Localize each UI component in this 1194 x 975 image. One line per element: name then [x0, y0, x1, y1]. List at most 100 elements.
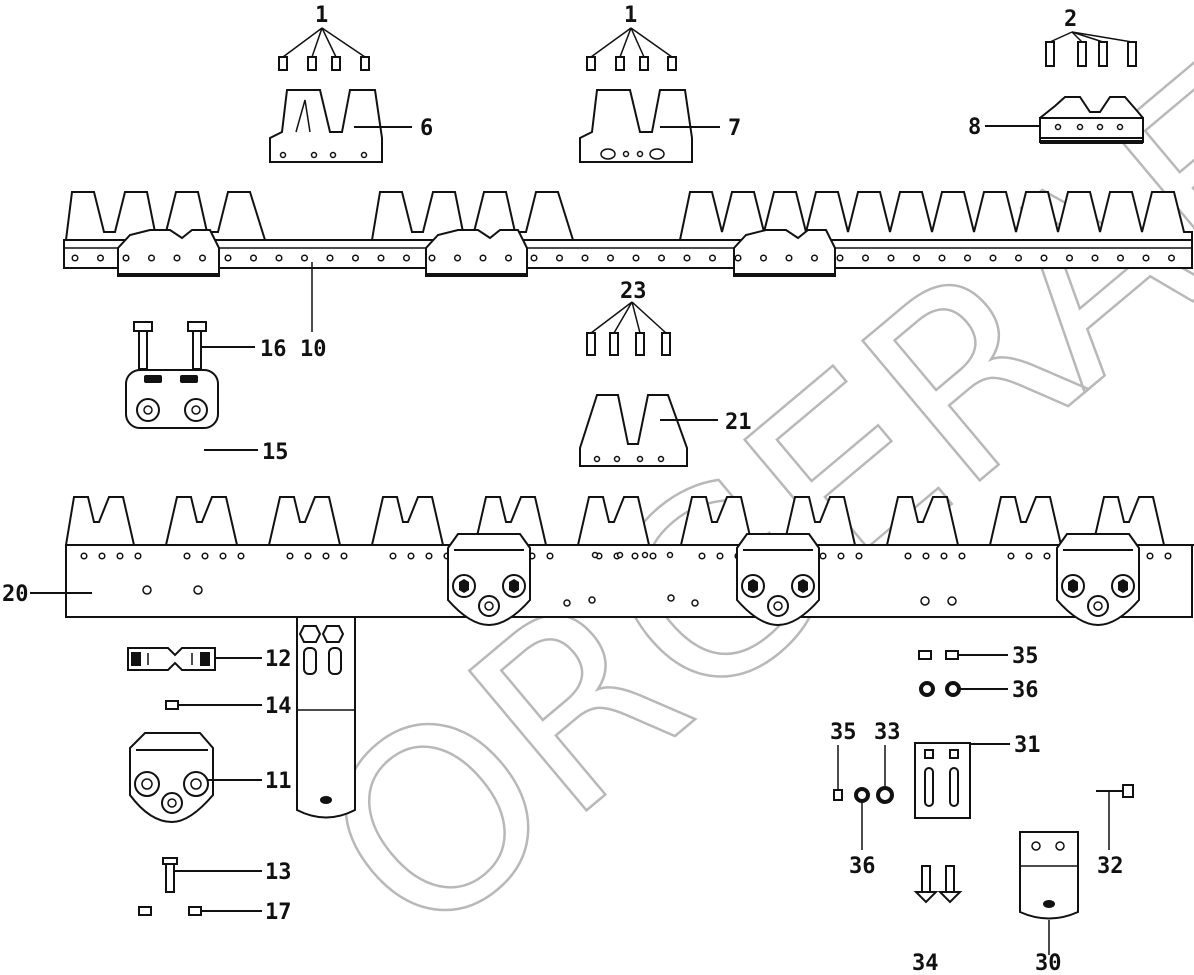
bar-hole [938, 254, 946, 262]
section-hole [389, 552, 397, 560]
section-hole [201, 552, 209, 560]
nut-part-35-top-b [945, 650, 959, 660]
bar-hole [147, 254, 156, 262]
label-1a: 1 [315, 3, 328, 28]
label-31: 31 [1014, 733, 1041, 758]
pitman-bracket [296, 616, 356, 819]
bar-hole [1014, 254, 1023, 262]
label-35-top: 35 [1012, 644, 1039, 669]
bar-hole [1167, 254, 1176, 262]
section-hole [116, 552, 124, 560]
bar-hole [887, 254, 895, 262]
bar-hole [351, 254, 360, 262]
bar-hole [504, 254, 513, 262]
label-33: 33 [874, 720, 901, 745]
section-hole [286, 552, 294, 560]
nut-part-17b [188, 906, 202, 916]
nut-part-14 [165, 700, 179, 710]
label-13: 13 [265, 860, 292, 885]
section-hole [546, 552, 554, 560]
section-hole [1146, 552, 1154, 560]
bolt-part-13 [162, 857, 178, 893]
washer-part-36-a [919, 681, 935, 697]
section-hole [922, 552, 930, 560]
bar-hole [71, 254, 79, 262]
bar-hole [1040, 254, 1048, 262]
section-hole [1164, 552, 1172, 560]
section-hole [958, 552, 966, 560]
section-hole [716, 552, 724, 560]
knife-bar-lower-part-20 [64, 496, 1194, 627]
section-hole [1043, 552, 1051, 560]
label-23: 23 [620, 279, 647, 304]
bar-hole [198, 254, 207, 262]
label-11: 11 [265, 769, 292, 794]
section-hole [237, 552, 245, 560]
section-hole [98, 552, 106, 560]
bolt-part-34 [913, 865, 963, 904]
label-14: 14 [265, 694, 292, 719]
section-hole [649, 552, 657, 560]
bolt-part-32 [1096, 784, 1134, 798]
bar-hole [402, 254, 411, 262]
section-hole [219, 552, 227, 560]
section-hole [698, 552, 706, 560]
bar-hole [1065, 254, 1074, 262]
bolt-group-2 [1045, 31, 1137, 67]
bar-hole [606, 254, 615, 262]
bar-hole [861, 254, 870, 262]
section-hole [631, 552, 639, 560]
holder-plate-part-8 [1039, 96, 1144, 144]
nut-part-35-top-a [918, 650, 932, 660]
label-6: 6 [420, 116, 433, 141]
bar-hole [1142, 254, 1150, 262]
knife-bar-upper-part-10 [63, 191, 1193, 277]
label-8: 8 [968, 115, 981, 140]
section-hole [80, 552, 88, 560]
section-hole [1025, 552, 1033, 560]
section-hole [304, 552, 312, 560]
washer-part-36 [854, 787, 870, 803]
section-hole [425, 552, 433, 560]
rivet-group-1a [278, 27, 370, 71]
bar-hole [173, 254, 181, 262]
bar-hole [122, 254, 130, 262]
washer-part-36-b [945, 681, 961, 697]
bar-hole [657, 254, 666, 262]
knife-section-part-6 [269, 89, 383, 163]
section-hole [837, 552, 845, 560]
section-hole [407, 552, 415, 560]
label-35: 35 [830, 720, 857, 745]
section-hole [134, 552, 142, 560]
label-7: 7 [728, 116, 741, 141]
washer-part-33 [876, 786, 894, 804]
bar-hole [734, 254, 742, 262]
nut-part-35 [833, 789, 843, 801]
bar-hole [479, 254, 487, 262]
label-21: 21 [725, 410, 752, 435]
bar-hole [1091, 254, 1099, 262]
rivet-group-1b [586, 27, 677, 71]
bar-hole [683, 254, 691, 262]
label-2: 2 [1064, 7, 1077, 32]
label-30: 30 [1035, 951, 1062, 975]
section-hole [904, 552, 912, 560]
bar-hole [377, 254, 385, 262]
bar-hole [96, 254, 105, 262]
bar-hole [989, 254, 997, 262]
bar-hole [785, 254, 793, 262]
label-16: 16 [260, 337, 287, 362]
bar-hole [581, 254, 589, 262]
label-12: 12 [265, 647, 292, 672]
section-hole [855, 552, 863, 560]
bar-hole [428, 254, 436, 262]
bar-hole [530, 254, 538, 262]
label-15: 15 [262, 440, 289, 465]
bar-hole [810, 254, 819, 262]
bolt-part-16 [133, 321, 207, 370]
bar-hole [453, 254, 462, 262]
rivet-group-23 [586, 301, 671, 356]
bar-holder [736, 533, 820, 627]
holder-part-11 [129, 732, 214, 824]
